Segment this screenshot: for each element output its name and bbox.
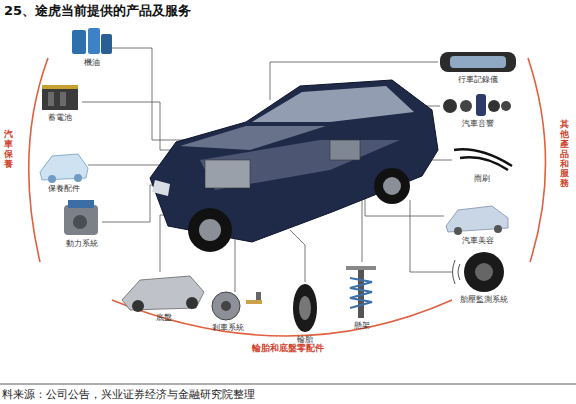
part-label: 行車記錄儀: [458, 76, 498, 85]
source-caption: 料来源：公司公告，兴业证券经济与金融研究院整理: [2, 387, 255, 402]
brake-icon: [212, 292, 262, 320]
part-label: 保養配件: [48, 185, 80, 194]
car-illustration: [150, 80, 438, 252]
chassis-icon: [122, 276, 204, 312]
battery-icon: [42, 85, 78, 110]
part-label: 動力系統: [66, 240, 98, 249]
group-label: 汽車保養: [4, 128, 13, 172]
group-label: 輪胎和底盤零配件: [250, 344, 326, 354]
part-label: 胎壓監測系統: [460, 296, 508, 305]
group-label: 其他產品和服務: [560, 118, 569, 191]
suspension-icon: [346, 266, 376, 318]
part-label: 蓄電池: [48, 114, 72, 123]
rule-line: [0, 384, 576, 385]
part-label: 懸架: [354, 322, 370, 331]
tpms-icon: [453, 252, 505, 292]
part-label: 底盤: [156, 314, 172, 323]
dashcam-icon: [440, 52, 516, 72]
speaker-icon: [443, 94, 511, 116]
part-label: 汽車美容: [462, 237, 494, 246]
part-label: 剎車系統: [212, 324, 244, 333]
group-arc: [29, 58, 546, 336]
parts-icon: [40, 154, 88, 183]
leader-lines: [82, 48, 452, 292]
wiper-icon: [454, 149, 512, 170]
part-label: 雨刷: [474, 175, 490, 184]
figure-title: 25、途虎当前提供的产品及服务: [4, 2, 191, 20]
part-label: 汽車音響: [462, 120, 494, 129]
tire-icon: [293, 284, 317, 332]
oil-icon: [72, 28, 112, 54]
engine-icon: [64, 200, 98, 235]
beauty-icon: [446, 206, 508, 235]
part-label: 機油: [84, 59, 100, 68]
